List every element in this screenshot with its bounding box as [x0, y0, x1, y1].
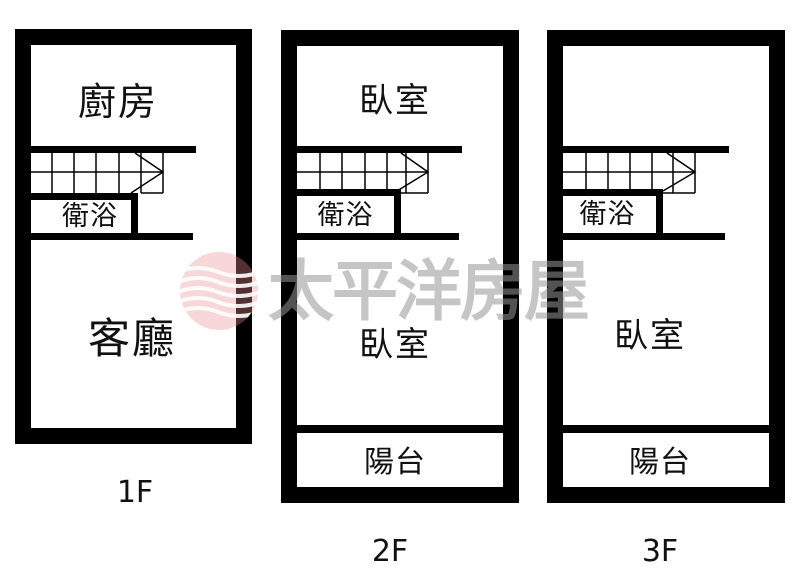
- room-label-bathroom: 衛浴: [579, 199, 636, 230]
- wall-3f-balcony-divider: [563, 425, 769, 433]
- room-label-bathroom: 衛浴: [317, 200, 374, 231]
- stairs-3f-icon: [563, 152, 697, 194]
- floor-label-1f: 1F: [116, 475, 154, 510]
- room-label-bedroom-main: 臥室: [614, 316, 686, 356]
- room-label-balcony: 陽台: [629, 445, 691, 480]
- wall-3f-bath-bottom: [563, 233, 725, 240]
- wall-1f-bath-top: [31, 193, 138, 200]
- stairs-2f-icon: [297, 152, 430, 194]
- room-label-balcony: 陽台: [364, 445, 426, 480]
- wall-1f-left: [15, 29, 31, 444]
- stairs-1f-icon: [31, 152, 165, 194]
- wall-3f-right: [769, 30, 785, 503]
- room-label-kitchen: 廚房: [77, 80, 158, 124]
- wall-2f-bottom: [281, 487, 519, 503]
- floor-label-3f: 3F: [641, 534, 679, 569]
- wall-2f-balcony-divider: [297, 425, 503, 433]
- watermark-text: 太平洋房屋: [268, 252, 590, 330]
- room-label-bedroom-upper: 臥室: [359, 81, 431, 121]
- wave-sphere-logo-icon: [180, 252, 258, 330]
- room-label-bathroom: 衛浴: [62, 201, 118, 232]
- wall-2f-stair-top: [297, 146, 462, 153]
- wall-1f-top: [15, 29, 252, 45]
- wall-1f-bottom: [15, 428, 252, 444]
- wall-2f-right: [503, 30, 519, 503]
- wall-2f-left: [281, 30, 297, 503]
- wall-1f-bath-right: [131, 193, 138, 240]
- wall-1f-bath-bottom: [31, 233, 193, 240]
- wall-2f-bath-top: [297, 189, 401, 196]
- wall-3f-bottom: [547, 487, 785, 503]
- floor-label-2f: 2F: [371, 534, 409, 569]
- wall-3f-stair-top: [563, 146, 729, 153]
- wall-1f-stair-top: [31, 146, 196, 153]
- room-label-bedroom-main: 臥室: [359, 325, 431, 365]
- wall-2f-top: [281, 30, 519, 46]
- room-label-living-room: 客廳: [87, 314, 176, 363]
- wall-3f-top: [547, 30, 785, 46]
- wall-3f-bath-top: [563, 189, 663, 196]
- wall-2f-bath-right: [394, 189, 401, 240]
- wall-1f-right: [236, 29, 252, 444]
- wall-3f-bath-right: [656, 189, 663, 240]
- wall-3f-left: [547, 30, 563, 503]
- wall-2f-bath-bottom: [297, 233, 459, 240]
